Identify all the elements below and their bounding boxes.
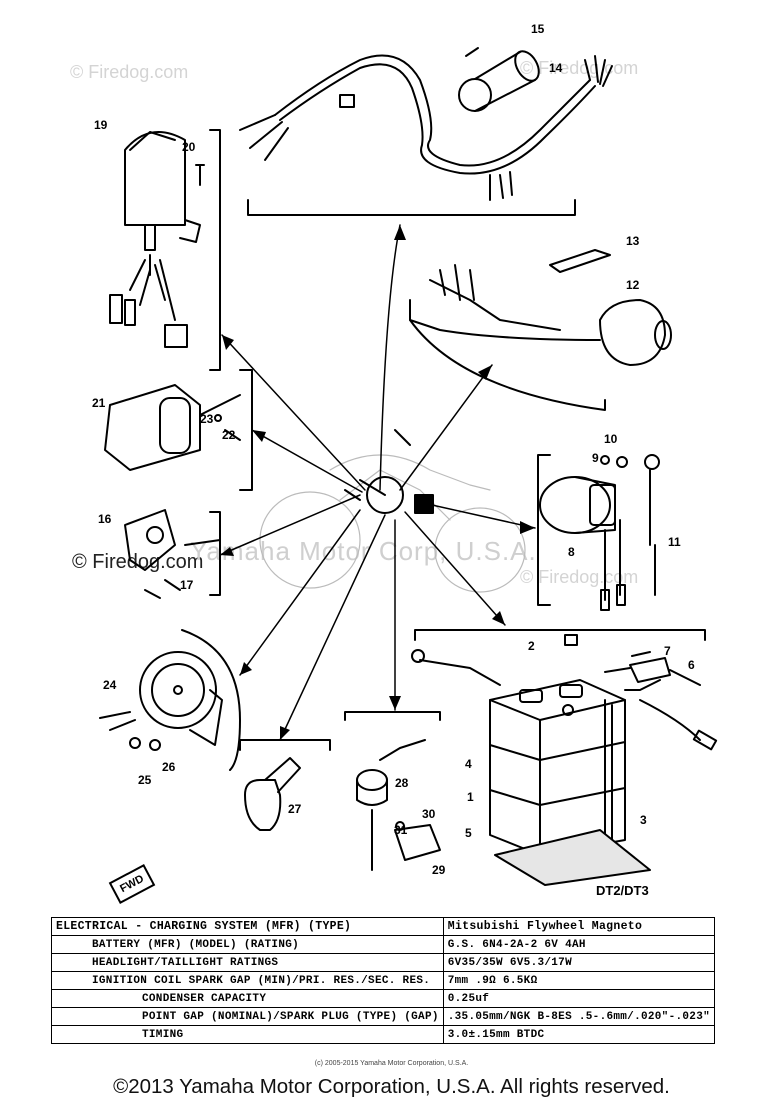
model-label: DT2/DT3 <box>596 883 649 898</box>
spec-value: 6V35/35W 6V5.3/17W <box>442 953 716 972</box>
central-cluster <box>344 429 434 514</box>
callout-5: 5 <box>465 826 472 840</box>
wire-harness <box>239 54 613 201</box>
small-copyright: (c) 2005-2015 Yamaha Motor Corporation, … <box>314 1060 469 1067</box>
spec-row: TIMING 3.0±.15mm BTDC <box>51 1025 716 1044</box>
spec-label: POINT GAP (NOMINAL)/SPARK PLUG (TYPE) (G… <box>51 1007 444 1026</box>
watermark-mid-right: © Firedog.com <box>520 567 639 587</box>
motorcycle-outline <box>259 454 526 593</box>
callout-9: 9 <box>592 451 599 465</box>
battery <box>411 634 718 861</box>
spec-value: 7mm .9Ω 6.5KΩ <box>442 971 716 990</box>
ignition-coil <box>458 47 540 112</box>
callout-31: 31 <box>394 823 408 837</box>
callout-8: 8 <box>568 545 575 559</box>
callout-7: 7 <box>664 644 671 658</box>
plug-cap <box>244 757 301 831</box>
leader-lines <box>219 224 536 741</box>
spec-row: HEADLIGHT/TAILLIGHT RATINGS 6V35/35W 6V5… <box>51 953 716 972</box>
callout-26: 26 <box>162 760 176 774</box>
wiring-diagram-art <box>99 47 718 886</box>
spec-row: POINT GAP (NOMINAL)/SPARK PLUG (TYPE) (G… <box>51 1007 716 1026</box>
horn <box>99 651 223 751</box>
callout-15: 15 <box>531 22 545 36</box>
callout-23: 23 <box>200 412 214 426</box>
spec-label: BATTERY (MFR) (MODEL) (RATING) <box>51 935 444 954</box>
spec-value: 3.0±.15mm BTDC <box>442 1025 716 1044</box>
flasher-relay <box>104 384 241 471</box>
callout-13: 13 <box>626 234 640 248</box>
callout-14: 14 <box>549 61 563 75</box>
spec-value: 0.25uf <box>442 989 716 1008</box>
callout-12: 12 <box>626 278 640 292</box>
spec-label: CONDENSER CAPACITY <box>51 989 444 1008</box>
callout-2: 2 <box>528 639 535 653</box>
fuse-holder <box>604 651 701 686</box>
spec-row: BATTERY (MFR) (MODEL) (RATING) G.S. 6N4-… <box>51 935 716 954</box>
callout-30: 30 <box>422 807 436 821</box>
callout-22: 22 <box>222 428 236 442</box>
callout-11: 11 <box>668 535 681 549</box>
callout-6: 6 <box>688 658 695 672</box>
spec-label: HEADLIGHT/TAILLIGHT RATINGS <box>51 953 444 972</box>
callout-25: 25 <box>138 773 152 787</box>
callout-28: 28 <box>395 776 409 790</box>
callout-24: 24 <box>103 678 117 692</box>
starter-horn <box>539 454 660 611</box>
spec-row: IGNITION COIL SPARK GAP (MIN)/PRI. RES./… <box>51 971 716 990</box>
spec-value: G.S. 6N4-2A-2 6V 4AH <box>442 935 716 954</box>
spec-row: CONDENSER CAPACITY 0.25uf <box>51 989 716 1008</box>
callout-21: 21 <box>92 396 106 410</box>
callout-20: 20 <box>182 140 196 154</box>
callout-17: 17 <box>180 578 194 592</box>
spec-label: TIMING <box>51 1025 444 1044</box>
watermark-top-left: © Firedog.com <box>70 62 189 82</box>
callout-19: 19 <box>94 118 108 132</box>
callout-27: 27 <box>288 802 302 816</box>
callout-10: 10 <box>604 432 618 446</box>
spec-label: ELECTRICAL - CHARGING SYSTEM (MFR) (TYPE… <box>51 917 444 936</box>
main-switch <box>109 131 205 348</box>
callout-29: 29 <box>432 863 446 877</box>
callout-1: 1 <box>467 790 474 804</box>
spec-value: Mitsubishi Flywheel Magneto <box>442 917 716 936</box>
watermark-mid-left: © Firedog.com <box>72 551 204 573</box>
callout-3: 3 <box>640 813 647 827</box>
condenser-assembly <box>356 739 441 871</box>
spec-label: IGNITION COIL SPARK GAP (MIN)/PRI. RES./… <box>51 971 444 990</box>
footer-copyright: ©2013 Yamaha Motor Corporation, U.S.A. A… <box>113 1075 670 1098</box>
voltage-regulator <box>124 509 221 599</box>
spec-row: ELECTRICAL - CHARGING SYSTEM (MFR) (TYPE… <box>51 917 716 936</box>
specification-table: ELECTRICAL - CHARGING SYSTEM (MFR) (TYPE… <box>51 917 716 1044</box>
spec-value: .35.05mm/NGK B-8ES .5-.6mm/.020"-.023" <box>442 1007 716 1026</box>
callout-4: 4 <box>465 757 472 771</box>
callout-16: 16 <box>98 512 112 526</box>
